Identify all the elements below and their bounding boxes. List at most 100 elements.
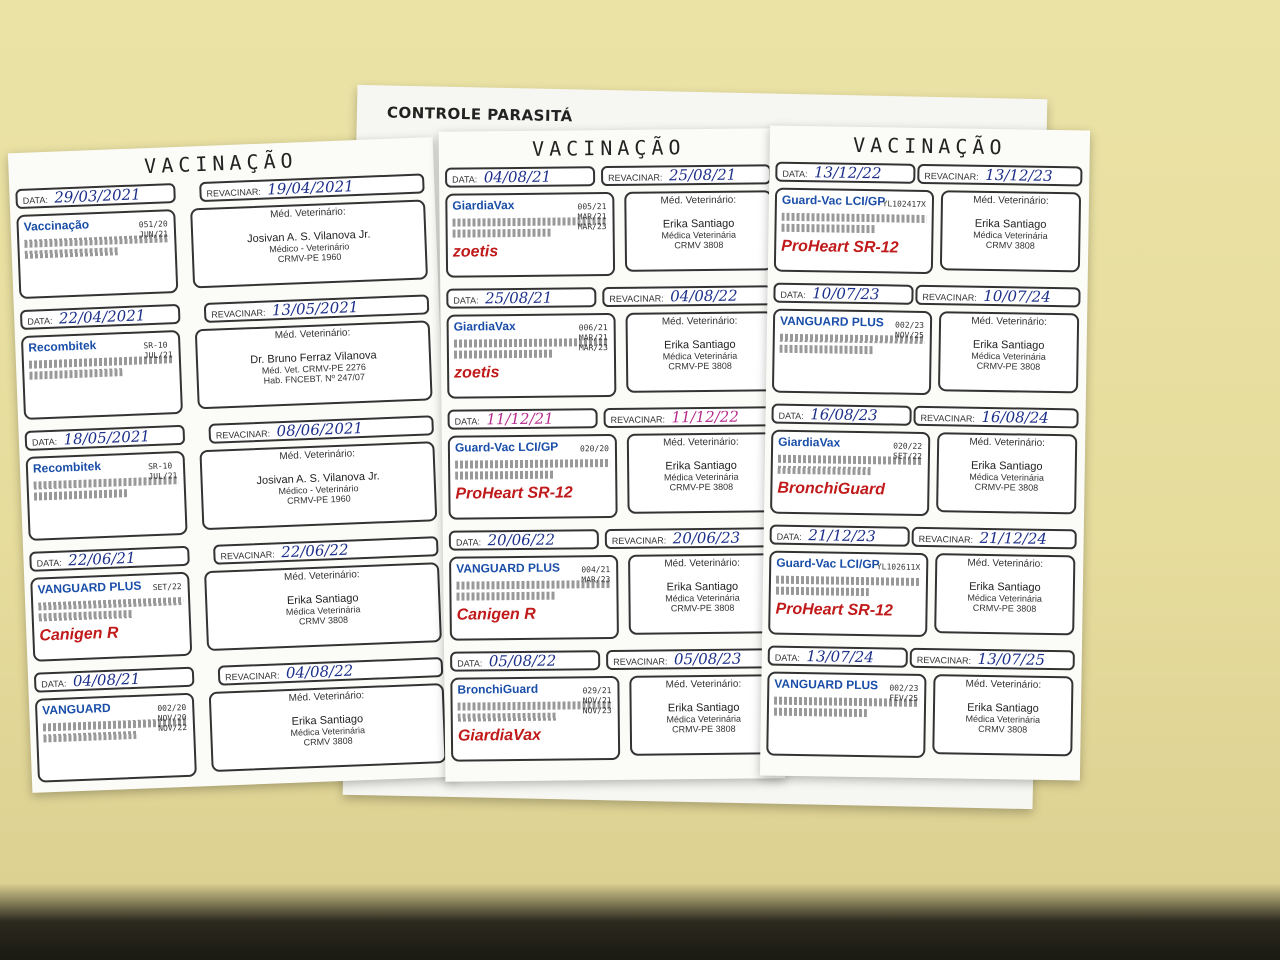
lot-line: 002/23 xyxy=(889,683,919,693)
lot-info: 020/20 xyxy=(580,444,609,454)
vet-box: Méd. Veterinário: Erika Santiago Médica … xyxy=(934,553,1076,636)
vet-label: Méd. Veterinário: xyxy=(663,436,739,449)
revaccinate-label: REVACINAR: xyxy=(608,172,663,184)
sticker-text-lines xyxy=(455,459,611,469)
vaccination-entry: DATA: 22/06/21 REVACINAR: 22/06/22 VANGU… xyxy=(23,530,452,667)
revaccinate-label: REVACINAR: xyxy=(611,535,667,547)
date-field: DATA: 13/07/24 xyxy=(767,645,908,668)
column-title: VACINAÇÃO xyxy=(531,135,686,161)
vaccination-card-1: VACINAÇÃO DATA: 29/03/2021 REVACINAR: 19… xyxy=(7,137,458,793)
sticker-text-lines xyxy=(43,730,137,743)
vet-label: Méd. Veterinário: xyxy=(967,557,1044,570)
lot-line: JUL/21 xyxy=(143,350,173,361)
date-label: DATA: xyxy=(782,168,808,180)
date-value: 13/07/24 xyxy=(806,647,874,667)
sticker-text-lines xyxy=(455,470,555,480)
date-label: DATA: xyxy=(454,416,480,427)
revaccinate-label: REVACINAR: xyxy=(916,654,972,666)
sticker-text-lines xyxy=(29,368,123,380)
revaccinate-value: 11/12/22 xyxy=(671,407,739,427)
date-value: 11/12/21 xyxy=(486,409,554,429)
date-field: DATA: 20/06/22 xyxy=(448,529,599,551)
lot-line: NOV/25 xyxy=(894,330,924,340)
date-field: DATA: 22/04/2021 xyxy=(19,303,181,331)
vet-box: Méd. Veterinário: Erika Santiago Médica … xyxy=(939,190,1082,273)
vet-box: Méd. Veterinário: Erika Santiago Médica … xyxy=(625,311,775,393)
sticker-text-lines xyxy=(775,575,922,586)
lot-line: 020/20 xyxy=(579,444,609,454)
revaccinate-label: REVACINAR: xyxy=(224,670,280,683)
revaccinate-label: REVACINAR: xyxy=(918,533,974,545)
sticker-text-lines xyxy=(773,707,867,718)
sticker-text-lines xyxy=(457,712,557,722)
vaccination-entry: DATA: 21/12/23 REVACINAR: 21/12/24 Guard… xyxy=(762,518,1084,644)
sticker-text-lines xyxy=(24,247,118,259)
vaccination-entry: DATA: 04/08/21 REVACINAR: 04/08/22 VANGU… xyxy=(28,651,457,788)
vet-line-2: CRMV-PE 3808 xyxy=(976,360,1041,372)
vaccine-sticker: Guard-Vac LCI/GP ProHeart SR-12 YL102417… xyxy=(773,187,935,275)
revaccinate-field: REVACINAR: 13/12/23 xyxy=(917,163,1083,187)
revaccinate-value: 13/12/23 xyxy=(985,165,1053,185)
revaccinate-label: REVACINAR: xyxy=(206,186,262,199)
date-field: DATA: 05/08/22 xyxy=(450,650,601,672)
lot-line: MAR/23 xyxy=(577,222,607,232)
sticker-text-lines xyxy=(775,586,869,597)
vet-line-2: CRMV-PE 3808 xyxy=(974,481,1039,493)
lot-info: YL102417X xyxy=(882,199,925,210)
revaccinate-value: 25/08/21 xyxy=(668,165,737,185)
vet-label: Méd. Veterinário: xyxy=(664,557,740,570)
date-field: DATA: 11/12/21 xyxy=(447,408,598,430)
lot-info: SET/22 xyxy=(153,582,182,593)
lot-line: JUN/21 xyxy=(139,229,169,240)
vaccination-card-2: VACINAÇÃO DATA: 04/08/21 REVACINAR: 25/0… xyxy=(438,128,786,782)
revaccinate-value: 08/06/2021 xyxy=(276,418,364,441)
revaccinate-label: REVACINAR: xyxy=(211,307,266,320)
vaccination-entry: DATA: 22/04/2021 REVACINAR: 13/05/2021 R… xyxy=(14,288,443,425)
revaccinate-field: REVACINAR: 05/08/23 xyxy=(606,648,777,671)
vet-box: Méd. Veterinário: Erika Santiago Médica … xyxy=(628,553,777,635)
vet-label: Méd. Veterinário: xyxy=(279,448,356,463)
vet-line-2: CRMV-PE 3808 xyxy=(670,602,735,614)
vet-line-2: CRMV-PE 3808 xyxy=(669,481,734,493)
vaccination-entry: DATA: 16/08/23 REVACINAR: 16/08/24 Giard… xyxy=(764,397,1086,523)
date-label: DATA: xyxy=(774,652,801,664)
sticker-text-lines xyxy=(779,344,873,355)
sticker-text-lines xyxy=(453,349,553,359)
revaccinate-label: REVACINAR: xyxy=(922,291,977,303)
vet-line-2: CRMV-PE 3808 xyxy=(972,602,1037,614)
date-field: DATA: 29/03/2021 xyxy=(15,182,176,210)
vet-line-2: CRMV 3808 xyxy=(674,239,724,251)
vaccination-entry: DATA: 18/05/2021 REVACINAR: 08/06/2021 R… xyxy=(18,409,447,546)
vaccination-card-3: VACINAÇÃO DATA: 13/12/22 REVACINAR: 13/1… xyxy=(759,125,1091,781)
revaccinate-field: REVACINAR: 20/06/23 xyxy=(604,527,775,550)
date-value: 16/08/23 xyxy=(810,405,878,425)
sticker-text-lines xyxy=(33,489,128,501)
date-label: DATA: xyxy=(41,678,67,690)
vet-label: Méd. Veterinário: xyxy=(973,194,1049,207)
date-label: DATA: xyxy=(780,289,806,301)
vaccination-entry: DATA: 10/07/23 REVACINAR: 10/07/24 VANGU… xyxy=(766,277,1088,403)
date-field: DATA: 22/06/21 xyxy=(29,545,190,572)
sticker-text-lines xyxy=(38,596,184,611)
lot-line: FEV/25 xyxy=(889,693,919,703)
date-field: DATA: 13/12/22 xyxy=(775,161,916,184)
revaccinate-field: REVACINAR: 13/07/25 xyxy=(909,647,1075,671)
lot-line: NOV/21 xyxy=(582,696,612,706)
lot-line: MAR/21 xyxy=(578,333,608,343)
vet-label: Méd. Veterinário: xyxy=(274,327,351,342)
date-value: 29/03/2021 xyxy=(53,185,142,207)
revaccinate-value: 04/08/22 xyxy=(285,661,354,683)
revaccinate-field: REVACINAR: 22/06/22 xyxy=(213,536,439,565)
revaccinate-value: 05/08/23 xyxy=(673,649,742,669)
